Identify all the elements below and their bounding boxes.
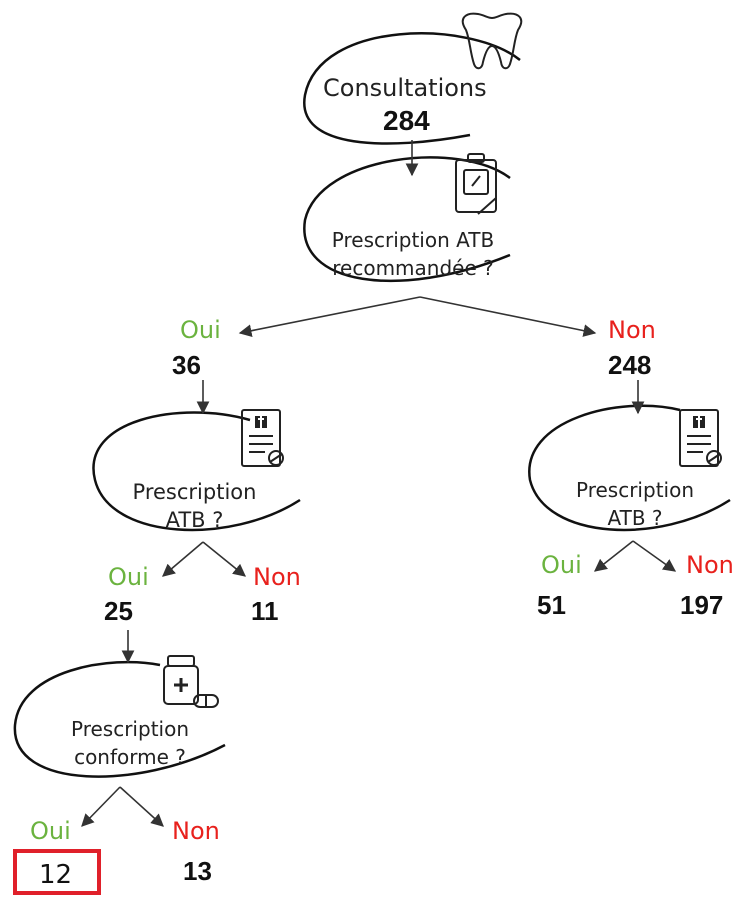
highlight-box: 12 — [13, 849, 101, 895]
branch-label-non: Non — [172, 817, 220, 845]
root-count: 284 — [383, 105, 430, 136]
count-not-recommended-prescribed-no: 197 — [680, 590, 724, 620]
question-line: recommandée ? — [332, 256, 494, 280]
arrow-right-q-to-oui — [593, 540, 634, 572]
question-line: ATB ? — [165, 508, 224, 532]
branch-label-non: Non — [686, 551, 734, 579]
branch-label-non: Non — [608, 316, 656, 344]
branch-label-non: Non — [253, 563, 301, 591]
branch-label-oui: Oui — [30, 817, 71, 845]
question-line: Prescription — [576, 478, 694, 502]
count-recommended-no: 248 — [608, 350, 652, 380]
pill-bottle-icon — [163, 655, 219, 708]
question-line: Prescription — [71, 717, 189, 741]
question-line: conforme ? — [74, 745, 186, 769]
branch-label-oui: Oui — [108, 563, 149, 591]
clipboard-icon — [455, 153, 497, 215]
arrow-conformity-to-oui — [81, 786, 121, 827]
arrow-left-q-to-oui — [162, 541, 204, 577]
root-title: Consultations — [323, 74, 487, 102]
count-prescribed-no: 11 — [251, 596, 279, 626]
count-conform-yes: 12 — [39, 860, 73, 890]
question-atb-recommended: Prescription ATB recommandée ? — [318, 226, 508, 282]
branch-label-oui: Oui — [541, 551, 582, 579]
node-swoosh-right-q — [528, 404, 731, 532]
medical-form-icon — [241, 409, 284, 467]
question-atb-prescribed-right: Prescription ATB ? — [555, 476, 715, 532]
node-swoosh-left-q — [92, 411, 301, 532]
arrow-q1-to-non — [419, 296, 597, 337]
branch-label-oui: Oui — [180, 316, 221, 344]
question-line: Prescription — [132, 480, 257, 504]
count-conform-no: 13 — [183, 856, 212, 886]
node-swoosh-consultations — [303, 32, 521, 145]
question-line: ATB ? — [607, 506, 663, 530]
node-swoosh-q1 — [303, 156, 511, 283]
count-recommended-yes: 36 — [172, 350, 201, 380]
arrow-left-q-to-non — [202, 541, 246, 577]
question-atb-prescribed-left: Prescription ATB ? — [112, 478, 277, 534]
tooth-icon — [461, 12, 523, 70]
arrow-conformity-to-non — [119, 786, 164, 827]
medical-form-icon — [679, 409, 722, 467]
count-prescribed-yes: 25 — [104, 596, 133, 626]
question-conformity: Prescription conforme ? — [45, 715, 215, 771]
arrow-right-q-to-non — [632, 540, 677, 572]
arrow-q1-to-oui — [238, 296, 421, 338]
question-line: Prescription ATB — [331, 228, 495, 252]
node-swoosh-conformity — [13, 660, 226, 778]
count-not-recommended-prescribed-yes: 51 — [537, 590, 566, 620]
